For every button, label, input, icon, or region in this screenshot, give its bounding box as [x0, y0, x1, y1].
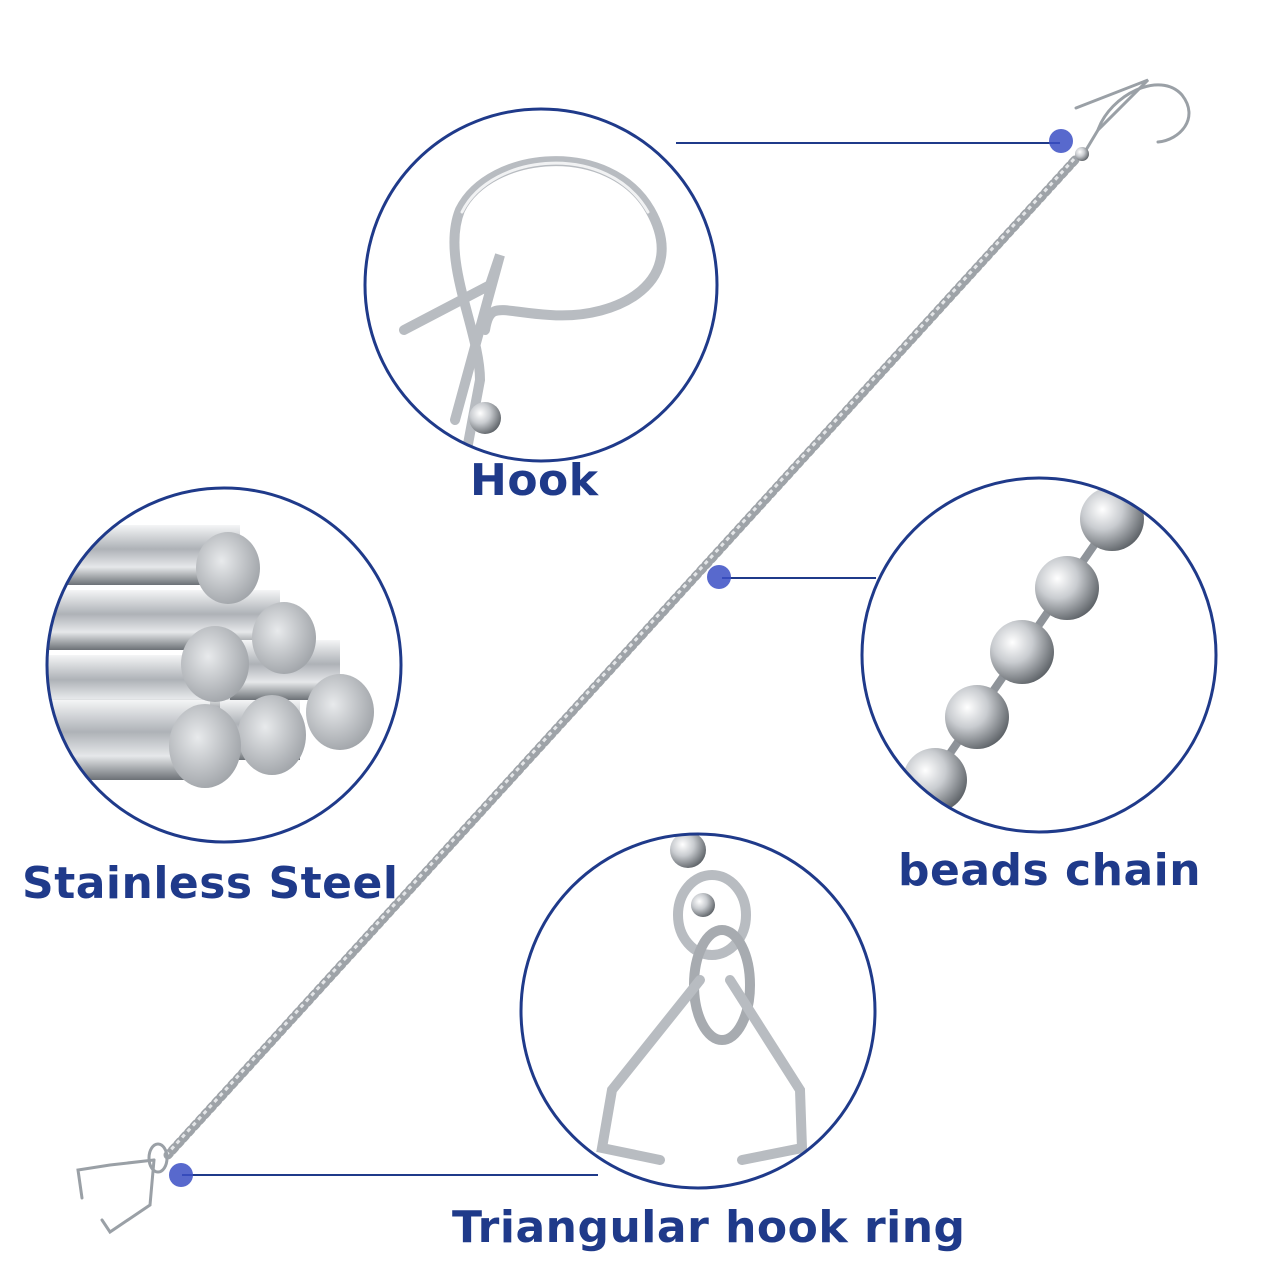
- hook-marker: [1049, 129, 1073, 153]
- beads-chain-label: beads chain: [898, 845, 1202, 896]
- bottom-triangle-ring: [76, 1142, 169, 1235]
- hook-detail-circle: [363, 107, 719, 463]
- triangular-ring-detail-circle: [519, 832, 877, 1190]
- top-hook-bead: [1075, 147, 1089, 161]
- ring-marker: [169, 1163, 193, 1187]
- top-hook: [1074, 78, 1191, 157]
- triangular-hook-ring-label: Triangular hook ring: [452, 1202, 966, 1253]
- chain-marker: [707, 565, 731, 589]
- stainless-steel-detail-circle: [45, 486, 403, 844]
- connector-lines: [182, 142, 1060, 1176]
- beads-chain-highlight: [165, 157, 1076, 1156]
- hook-label: Hook: [470, 455, 599, 506]
- beads-chain-detail-circle: [860, 476, 1218, 834]
- stainless-steel-label: Stainless Steel: [22, 858, 399, 909]
